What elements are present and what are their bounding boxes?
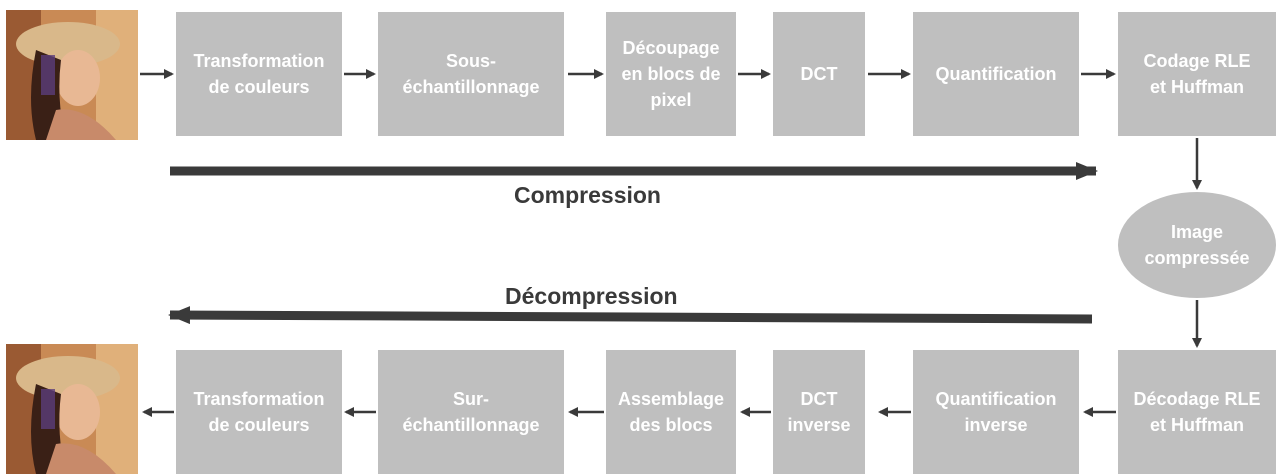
output-image bbox=[6, 344, 138, 474]
step-sur-echantillonnage: Sur-échantillonnage bbox=[378, 350, 564, 474]
step-quantification: Quantification bbox=[913, 12, 1079, 136]
compression-label: Compression bbox=[514, 182, 661, 208]
input-image bbox=[6, 10, 138, 140]
decompression-direction-arrow bbox=[168, 306, 1093, 325]
portrait-photo-icon bbox=[6, 344, 138, 474]
step-dct: DCT bbox=[773, 12, 865, 136]
decompression-label: Décompression bbox=[505, 283, 678, 309]
portrait-photo-icon bbox=[6, 10, 138, 140]
step-sous-echantillonnage: Sous-échantillonnage bbox=[378, 12, 564, 136]
